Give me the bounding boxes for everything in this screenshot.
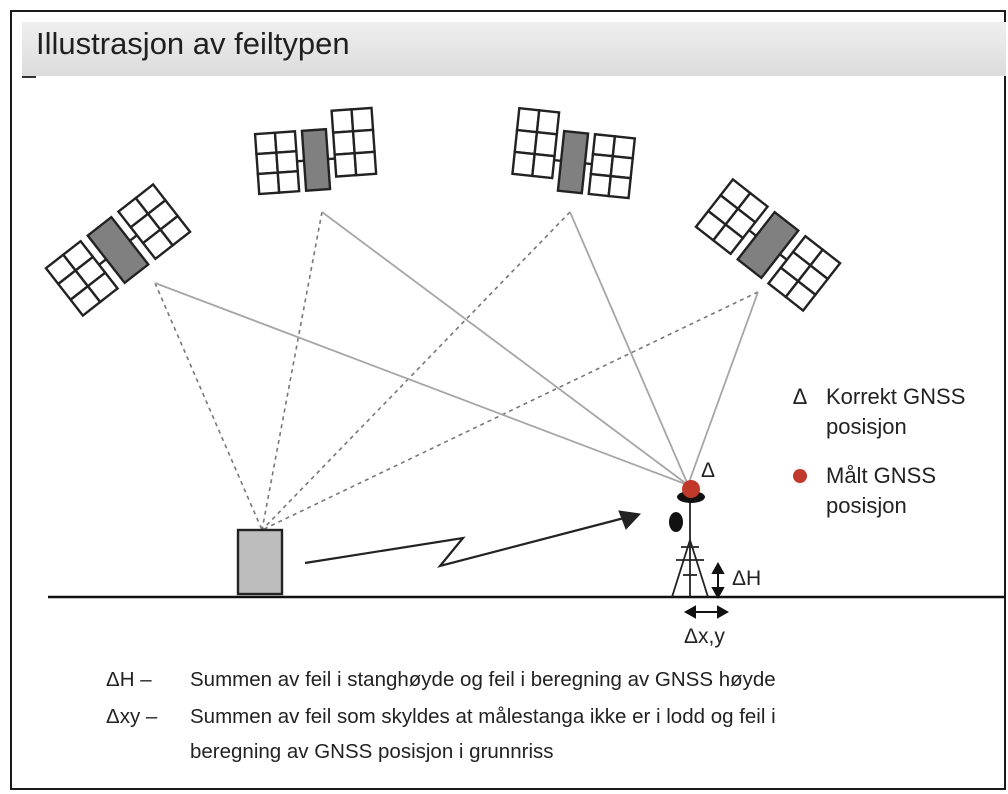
title-band [22,22,1006,76]
surveyor-head-icon [669,512,683,532]
legend-measured-line2: posisjon [826,493,907,518]
rover-signals [154,211,759,486]
satellite-icon [253,106,378,196]
note-dh-text: Summen av feil i stanghøyde og feil i be… [190,668,776,691]
note-dxy-text-line1: Summen av feil som skyldes at målestanga… [190,705,776,728]
satellite-icon [694,177,842,313]
rover-pole [671,500,709,598]
note-dxy-key: Δxy – [106,705,158,728]
measured-position-marker [682,480,700,498]
signal-sat1-base [154,282,263,531]
legend-correct-line2: posisjon [826,414,907,439]
satellite-icon [44,182,192,318]
page-title: Illustrasjon av feiltypen [36,26,350,61]
legend-measured-dot [793,469,807,483]
signal-sat2-base [261,211,323,531]
signal-sat4-base [261,291,759,531]
signal-sat3-rover [569,211,689,486]
note-dh-key: ΔH – [106,668,152,691]
signal-sat3-base [261,211,571,531]
slide-frame [10,10,1006,790]
delta-xy-label: Δx,y [684,625,725,648]
delta-h-label: ΔH [732,567,762,590]
delta-h-arrow [711,561,725,600]
legend-correct-line1: Korrekt GNSS [826,384,966,409]
signal-sat2-rover [321,211,689,486]
signal-sat4-rover [687,291,759,486]
delta-xy-arrow [683,605,730,619]
legend-measured-line1: Målt GNSS [826,463,937,488]
note-dxy-text-line2: beregning av GNSS posisjon i grunnriss [190,740,554,763]
radio-link-arrow [304,510,642,568]
signal-sat1-rover [154,282,689,486]
triangle-icon: Δ [792,384,808,409]
base-station [236,528,284,596]
correct-position-marker: Δ [701,459,716,482]
title-underline [22,76,36,78]
base-station-signals [154,211,759,531]
satellite-icon [511,106,637,200]
